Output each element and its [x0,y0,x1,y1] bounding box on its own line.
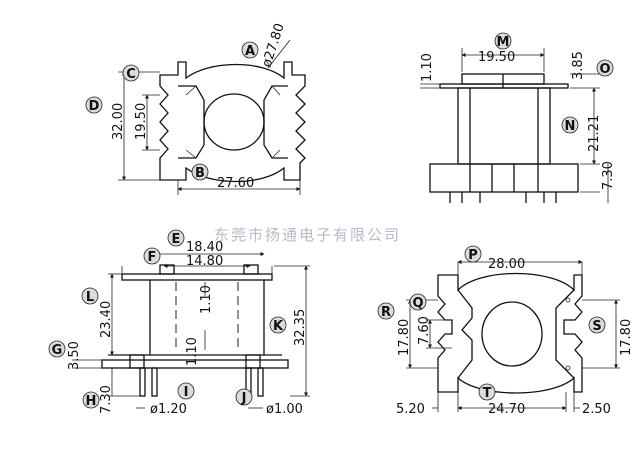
view-bottom-left: 18.40 14.80 1.10 1.10 32.35 23.40 3.50 7… [67,240,310,417]
svg-text:C: C [126,67,136,82]
dim-base-bottom-left: 3.50 [67,341,82,370]
dim-inner-width-bottom-left: 14.80 [186,254,223,269]
callout-P: P [464,245,482,263]
callout-B: B [191,163,209,181]
svg-text:P: P [468,248,478,263]
callout-G: G [48,340,66,358]
bobbin-outline-top-left [159,61,306,183]
pins-bottom-left [139,367,264,397]
callout-C: C [122,64,140,82]
dim-height-total-bottom-left: 32.35 [293,309,308,346]
svg-text:I: I [184,385,189,400]
dim-height-total-top-left: 32.00 [111,103,126,140]
callout-A: A [241,41,259,59]
callout-H: H [82,391,100,409]
dim-pin-length-bottom-left: 7.30 [99,385,114,414]
svg-text:M: M [497,35,510,50]
callout-R: R [377,302,395,320]
svg-text:F: F [148,250,157,265]
callout-D: D [85,96,103,114]
dim-center-width-bottom-right: 24.70 [488,402,525,417]
inner-comb-bottom-right [457,289,473,379]
view-bottom-right: 28.00 17.80 7.60 17.80 5.20 24.70 2.50 [396,257,634,417]
callout-T: T [478,383,496,401]
dim-inner-height-bottom-right: 7.60 [417,316,432,345]
dim-right-offset-bottom-right: 2.50 [582,402,611,417]
callout-Q: Q [409,293,427,311]
dim-flange-top-right: 1.10 [420,53,435,82]
svg-text:A: A [245,44,255,59]
callout-F: F [143,247,161,265]
dim-flange-bottom-bottom-left: 1.10 [185,337,200,366]
svg-text:T: T [483,386,492,401]
bobbin-outline-bottom-right [437,272,583,394]
callout-E: E [167,229,185,247]
winding-wall-right [263,85,288,159]
callout-K: K [269,316,287,334]
dim-width-bottom-right: 28.00 [488,257,525,272]
svg-text:R: R [381,305,391,320]
callout-N: N [561,116,579,134]
dim-pin-dia-left: ø1.20 [150,402,187,417]
svg-text:G: G [52,343,63,358]
dim-pin-length-top-right: 7.30 [601,161,616,190]
svg-text:H: H [86,394,97,409]
dim-outer-width-bottom-left: 18.40 [186,240,223,255]
center-hole-bottom-right [481,301,543,367]
svg-text:D: D [89,99,100,114]
dim-left-height-bottom-right: 17.80 [397,319,412,356]
dim-height-inner-top-left: 19.50 [134,103,149,140]
dim-flange-top-bottom-left: 1.10 [199,285,214,314]
base-bottom-left [101,359,289,369]
callout-O: O [596,59,614,77]
dim-body-height-top-right: 21.21 [587,115,602,152]
top-flange-bottom-left [121,273,273,281]
svg-text:E: E [172,232,181,247]
callout-S: S [588,316,606,334]
svg-text:N: N [565,119,576,134]
view-top-right: 19.50 1.10 3.85 21.21 7.30 [420,48,616,203]
watermark: 东莞市扬通电子有限公司 [214,226,401,244]
svg-text:O: O [599,62,610,77]
callout-J: J [235,388,253,406]
bobbin-body-top-right [457,87,551,165]
callout-I: I [177,382,195,400]
pins-top-right [449,192,557,203]
winding-wall-left [178,85,205,159]
callout-M: M [494,32,512,50]
dim-left-offset-bottom-right: 5.20 [396,402,425,417]
dim-pin-dia-right: ø1.00 [266,402,303,417]
dim-top-offset-top-right: 3.85 [571,51,586,80]
base-top-right [429,163,579,193]
svg-text:K: K [273,319,284,334]
callout-L: L [81,287,99,305]
svg-text:S: S [592,319,601,334]
svg-text:B: B [195,166,205,181]
view-top-left: 32.00 19.50 27.60 ø27.80 [111,22,306,195]
svg-text:J: J [241,391,247,406]
dim-right-height-bottom-right: 17.80 [619,319,634,356]
dim-width-top-left: 27.60 [217,176,254,191]
svg-text:Q: Q [412,296,423,311]
center-hole-top-left [203,93,265,151]
dim-width-top-right: 19.50 [478,50,515,65]
dim-height-body-bottom-left: 23.40 [99,301,114,338]
svg-text:L: L [86,290,94,305]
